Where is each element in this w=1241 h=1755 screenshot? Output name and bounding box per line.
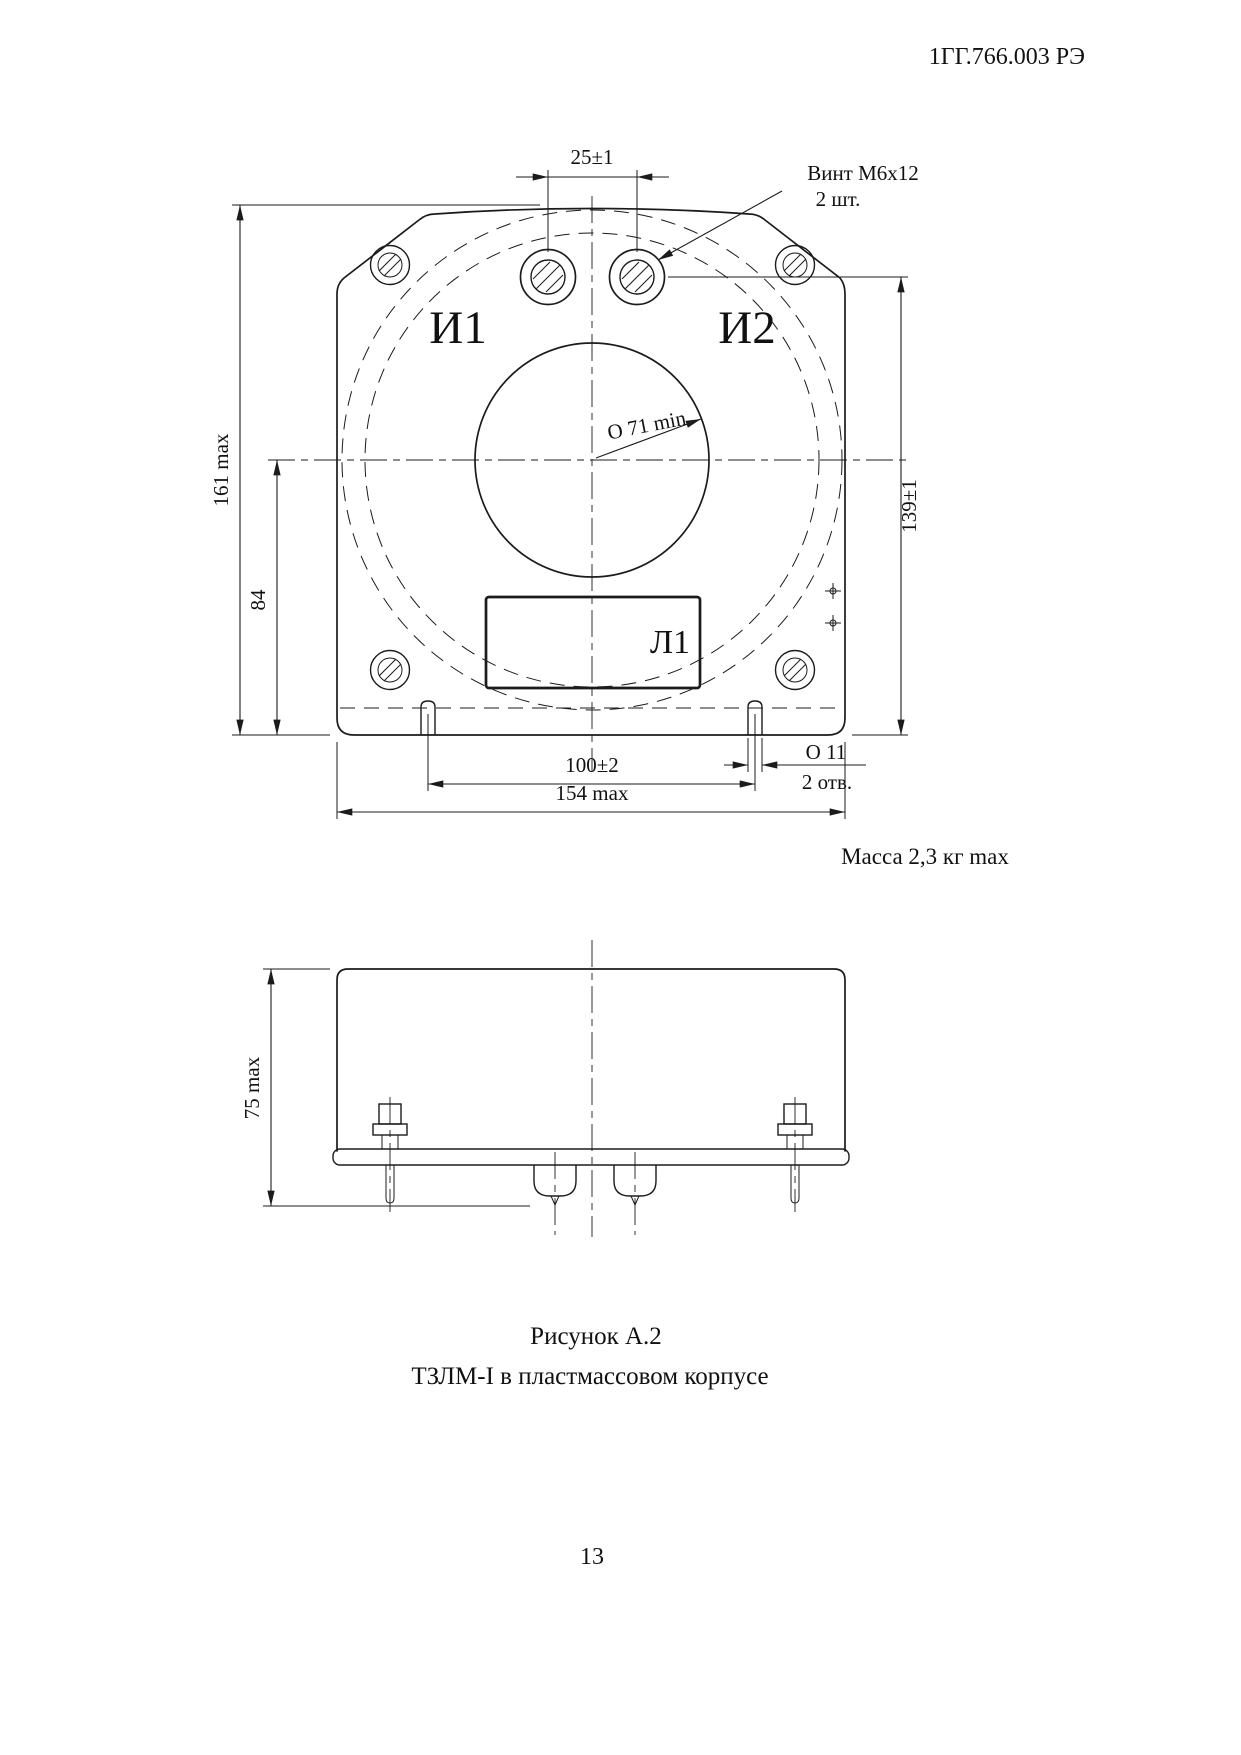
screw-note-line2: 2 шт. [816,187,861,211]
dim-width-overall-group: 154 max [336,742,846,819]
mount-bolt-right [777,1097,813,1212]
l1-terminal-box [484,595,702,690]
dim-terminal-spacing-group: 25±1 [516,145,669,252]
dim-mount-spacing-group: 100±2 [427,714,756,791]
corner-screw-bottom-left [369,649,411,691]
corner-screw-top-left [369,244,411,286]
dim-terminal-spacing-label: 25±1 [570,145,613,169]
crosshair-mark-lower [825,615,841,631]
dim-depth-overall-group: 75 max [240,968,530,1207]
base-plate [332,1148,850,1166]
corner-screw-bottom-right [774,649,816,691]
mount-slot-left [420,700,436,735]
crosshair-mark-upper [825,583,841,599]
terminal-screw-i1 [519,248,577,306]
mass-note: Масса 2,3 кг max [841,844,1009,869]
terminal-l1-label: Л1 [650,624,690,661]
mount-hole-count-label: 2 отв. [802,770,852,794]
side-view-drawing: 75 max [240,940,850,1237]
front-view-drawing: И1 И2 О 71 min Л1 25±1 Винт М6х [209,145,1009,869]
dim-width-overall-label: 154 max [556,781,629,805]
doc-number: 1ГГ.766.003 РЭ [929,44,1085,70]
window-dia-leader [595,418,702,459]
mount-hole-callout-group: О 11 2 отв. [724,738,866,794]
dim-height-overall-label: 161 max [209,433,233,506]
terminal-dome-left [533,1152,577,1235]
page-number: 13 [580,1544,604,1570]
terminal-i2-label: И2 [718,302,775,354]
screw-note-leader [657,190,783,261]
dim-height-center-group: 84 [246,460,281,735]
dim-depth-overall-label: 75 max [240,1056,264,1119]
dim-mount-spacing-label: 100±2 [565,753,619,777]
dim-height-center-label: 84 [246,589,270,611]
terminal-screw-i2 [608,248,666,306]
screw-note-line1: Винт М6х12 [807,161,919,185]
figure-caption: Рисунок А.2 [530,1323,662,1350]
screw-note-group: Винт М6х12 2 шт. [657,161,919,261]
terminal-i1-label: И1 [429,302,486,354]
dim-height-mount-label: 139±1 [897,479,921,533]
mount-slot-right [747,700,763,735]
dim-height-overall-group: 161 max [209,204,540,736]
transformer-body-outline [336,207,846,736]
corner-screw-top-right [774,244,816,286]
side-body-outline [336,968,846,1152]
dim-height-mount-group: 139±1 [668,276,921,736]
figure-title: ТЗЛМ-I в пластмассовом корпусе [411,1363,768,1390]
terminal-dome-right [613,1152,657,1235]
mount-bolt-left [372,1097,408,1212]
mount-hole-dia-label: О 11 [806,740,847,764]
